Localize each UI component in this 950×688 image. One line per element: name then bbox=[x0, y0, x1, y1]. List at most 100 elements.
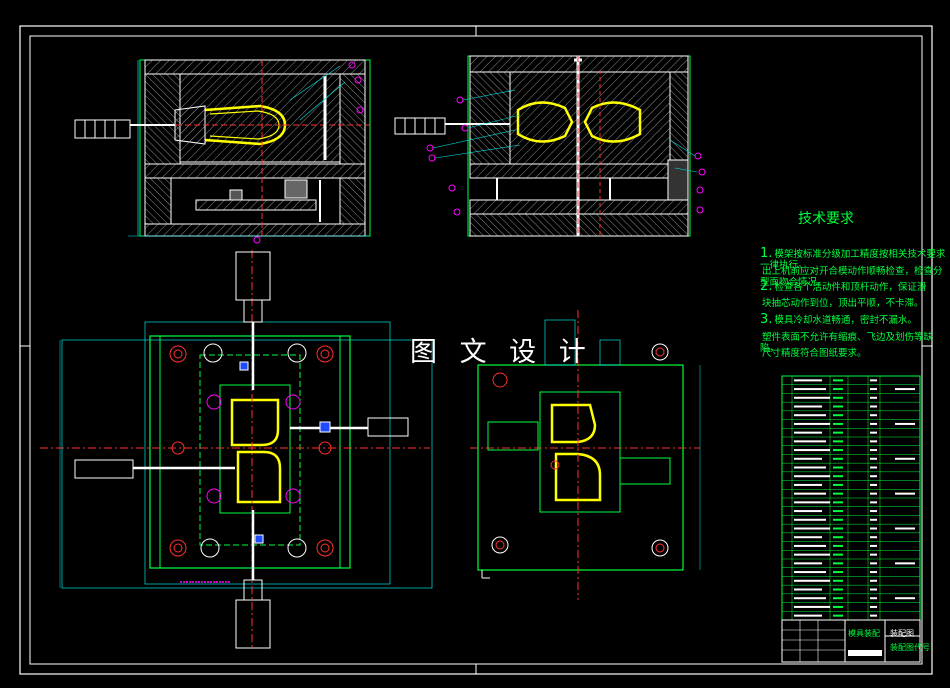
title-block bbox=[781, 619, 921, 663]
title-block-part-name: 模具装配 bbox=[848, 629, 880, 638]
bom-cell-mark bbox=[794, 457, 822, 460]
bom-cell-mark bbox=[870, 510, 877, 513]
bom-cell-mark bbox=[870, 501, 877, 504]
technical-requirement-text: 出上机前应对开合模动作顺畅检查，检查分型面吻合情况。 bbox=[760, 266, 943, 288]
bom-cell-mark bbox=[895, 527, 915, 530]
bom-cell-mark bbox=[870, 405, 877, 408]
bom-cell-mark bbox=[870, 614, 877, 617]
bom-cell-mark bbox=[833, 501, 843, 504]
bom-cell-mark bbox=[895, 597, 915, 600]
bom-cell-mark bbox=[833, 422, 843, 425]
bom-cell-mark bbox=[870, 457, 877, 460]
bom-cell-mark bbox=[794, 449, 830, 452]
bom-cell-mark bbox=[895, 422, 915, 425]
technical-requirement-line: 1.模架按标准分级加工精度按相关技术要求一律执行。 bbox=[760, 246, 950, 271]
bom-cell-mark bbox=[870, 492, 877, 495]
bom-cell-mark bbox=[794, 605, 830, 608]
bom-cell-mark bbox=[833, 579, 843, 582]
bom-cell-mark bbox=[794, 562, 822, 565]
bom-cell-mark bbox=[794, 475, 830, 478]
bom-cell-mark bbox=[833, 492, 843, 495]
bom-cell-mark bbox=[895, 388, 915, 391]
bom-cell-mark bbox=[870, 388, 877, 391]
bom-cell-mark bbox=[833, 597, 843, 600]
bom-cell-mark bbox=[794, 614, 822, 617]
bom-cell-mark bbox=[833, 440, 843, 443]
section-view-left bbox=[74, 59, 371, 244]
bom-cell-mark bbox=[794, 597, 826, 600]
bom-cell-mark bbox=[870, 466, 877, 469]
bom-cell-mark bbox=[870, 518, 877, 521]
bom-cell-mark bbox=[794, 379, 822, 382]
bom-cell-mark bbox=[794, 501, 830, 504]
bom-cell-mark bbox=[794, 440, 826, 443]
bom-cell-mark bbox=[833, 388, 843, 391]
bom-cell-mark bbox=[794, 510, 822, 513]
bom-cell-mark bbox=[895, 562, 915, 565]
bom-cell-mark bbox=[833, 562, 843, 565]
bom-cell-mark bbox=[870, 483, 877, 486]
bom-cell-mark bbox=[794, 579, 830, 582]
bom-cell-mark bbox=[833, 510, 843, 513]
bom-cell-mark bbox=[895, 457, 915, 460]
bom-cell-mark bbox=[870, 449, 877, 452]
bom-cell-mark bbox=[833, 527, 843, 530]
bom-cell-mark bbox=[794, 422, 830, 425]
bom-cell-mark bbox=[870, 431, 877, 434]
bom-cell-mark bbox=[833, 544, 843, 547]
bom-cell-mark bbox=[794, 388, 826, 391]
bom-cell-mark bbox=[794, 527, 830, 530]
technical-requirement-text: 块抽芯动作到位，顶出平顺，不卡滞。 bbox=[762, 298, 924, 309]
bom-cell-mark bbox=[794, 431, 822, 434]
bom-cell-mark bbox=[794, 588, 822, 591]
technical-requirement-line: 块抽芯动作到位，顶出平顺，不卡滞。 bbox=[760, 297, 924, 309]
bom-cell-mark bbox=[833, 483, 843, 486]
bom-cell-mark bbox=[870, 536, 877, 539]
bom-cell-mark bbox=[833, 605, 843, 608]
bom-cell-mark bbox=[870, 475, 877, 478]
technical-requirement-line: 出上机前应对开合模动作顺畅检查，检查分型面吻合情况。 bbox=[760, 265, 950, 288]
bom-cell-mark bbox=[833, 553, 843, 556]
bom-cell-mark bbox=[870, 579, 877, 582]
bom-cell-mark bbox=[870, 440, 877, 443]
plan-view-right bbox=[470, 310, 701, 600]
bom-cell-mark bbox=[794, 518, 826, 521]
technical-requirement-number: 2. bbox=[760, 279, 773, 294]
technical-requirement-text: 模架按标准分级加工精度按相关技术要求一律执行。 bbox=[760, 249, 946, 271]
bom-cell-mark bbox=[794, 571, 826, 574]
bom-cell-mark bbox=[833, 475, 843, 478]
bom-cell-mark bbox=[870, 544, 877, 547]
bom-cell-mark bbox=[794, 466, 826, 469]
bom-cell-mark bbox=[794, 483, 822, 486]
bom-cell-mark bbox=[833, 457, 843, 460]
technical-requirement-number: 1. bbox=[760, 246, 773, 261]
bom-cell-mark bbox=[870, 379, 877, 382]
bom-cell-mark bbox=[833, 379, 843, 382]
bom-cell-mark bbox=[833, 518, 843, 521]
bom-cell-mark bbox=[870, 605, 877, 608]
title-block-drawing-code: 装配图代号 bbox=[890, 643, 930, 652]
bom-cell-mark bbox=[833, 466, 843, 469]
bom-cell-mark bbox=[833, 414, 843, 417]
bom-cell-mark bbox=[833, 536, 843, 539]
technical-requirement-line: 3.模具冷却水道畅通，密封不漏水。 bbox=[760, 312, 917, 327]
technical-requirement-line: 2.检查各个活动件和顶杆动作，保证滑 bbox=[760, 279, 926, 294]
technical-requirement-line: 塑件表面不允许有缩痕、飞边及划伤等缺陷， bbox=[760, 331, 950, 354]
bom-cell-mark bbox=[870, 553, 877, 556]
bom-cell-mark bbox=[870, 588, 877, 591]
bom-cell-mark bbox=[870, 396, 877, 399]
technical-requirement-number: 3. bbox=[760, 312, 773, 327]
bom-cell-mark bbox=[794, 414, 826, 417]
technical-requirements-title: 技术要求 bbox=[798, 211, 854, 227]
bom-cell-mark bbox=[794, 544, 826, 547]
watermark-text: 图 文 设 计 bbox=[410, 337, 593, 368]
section-view-right bbox=[394, 55, 706, 237]
bom-cell-mark bbox=[833, 614, 843, 617]
bom-cell-mark bbox=[794, 405, 822, 408]
bom-cell-mark bbox=[895, 492, 915, 495]
technical-requirement-text: 塑件表面不允许有缩痕、飞边及划伤等缺陷， bbox=[760, 332, 934, 354]
bom-cell-mark bbox=[833, 431, 843, 434]
bom-cell-mark bbox=[833, 405, 843, 408]
technical-requirement-line: 尺寸精度符合图纸要求。 bbox=[760, 347, 867, 359]
